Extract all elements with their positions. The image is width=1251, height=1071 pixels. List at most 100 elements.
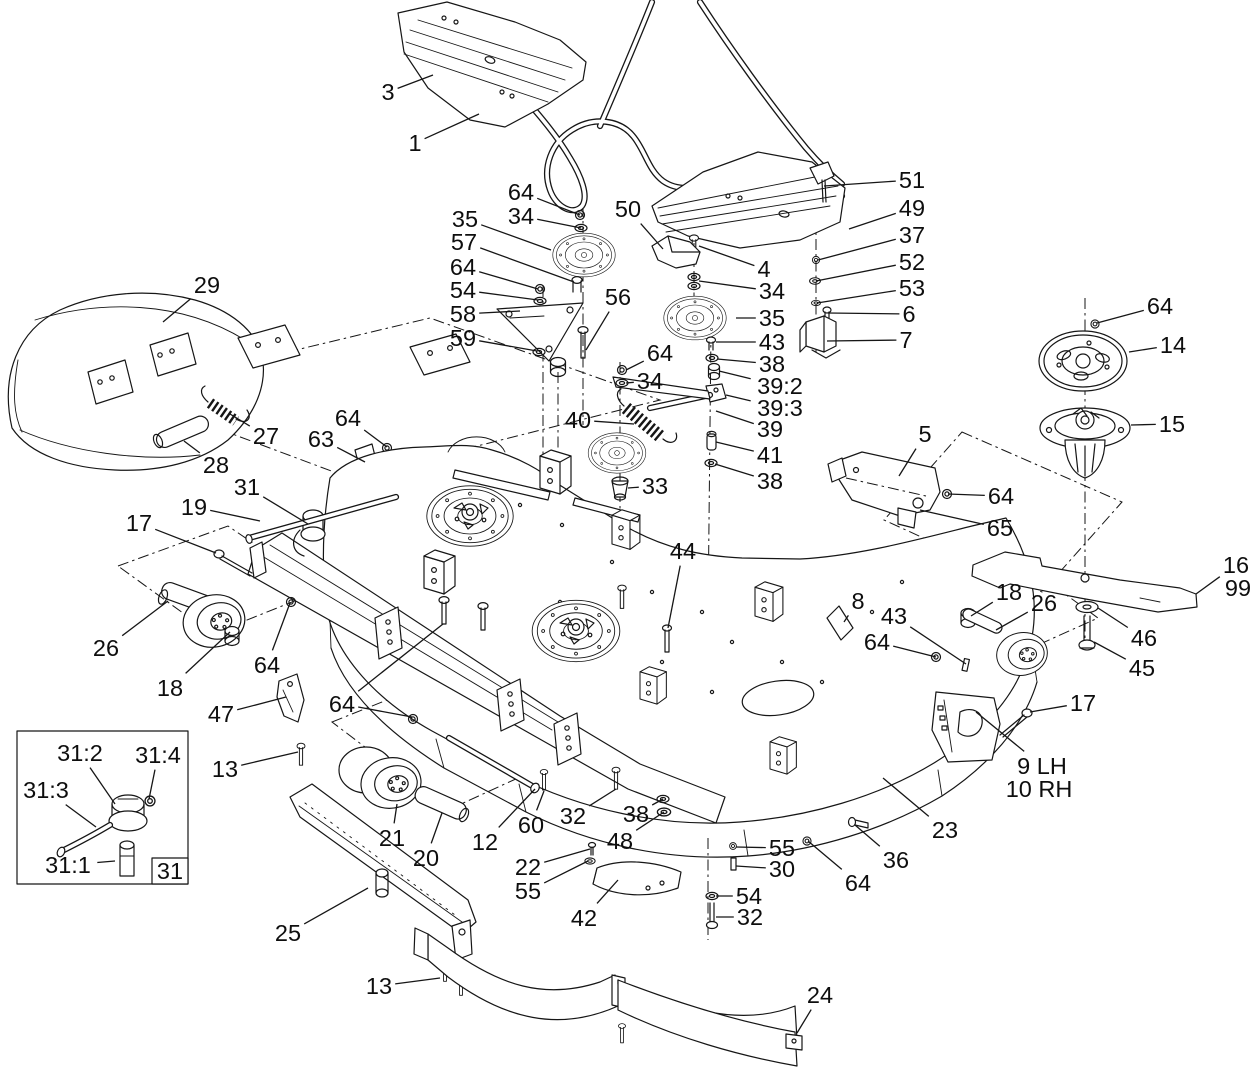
- strip-8: [826, 605, 854, 641]
- center-wheel-roller: [338, 734, 672, 865]
- leader-line-37: [817, 238, 896, 261]
- leader-line-36: [854, 824, 881, 847]
- leader-line-12: [498, 788, 536, 828]
- callout-34: 34: [637, 368, 663, 394]
- callout-4: 4: [757, 256, 770, 282]
- leader-line-64: [893, 645, 937, 658]
- callout-64: 64: [254, 652, 280, 678]
- leader-line-44: [667, 565, 681, 629]
- front-rail-25: [289, 783, 477, 996]
- callout-19: 19: [181, 494, 207, 520]
- callout-35: 35: [759, 305, 785, 331]
- leader-line-31-2: [89, 767, 116, 805]
- callout-15: 15: [1159, 411, 1185, 437]
- callout-31-4: 31:4: [135, 742, 181, 768]
- leader-line-3: [397, 74, 434, 90]
- callout-59: 59: [450, 325, 476, 351]
- callout-50: 50: [615, 196, 641, 222]
- callout-23: 23: [932, 817, 958, 843]
- leader-line-38: [716, 358, 756, 364]
- leader-line-17: [154, 528, 217, 554]
- leader-line-29: [162, 298, 192, 323]
- callout-5: 5: [918, 421, 931, 447]
- bracket-5: [827, 451, 953, 529]
- leader-line-65: [919, 509, 984, 526]
- callout-26: 26: [1031, 590, 1057, 616]
- leader-line-26: [121, 600, 169, 637]
- leader-line-39-3: [725, 394, 751, 402]
- callout-20: 20: [413, 845, 439, 871]
- callout-17: 17: [1070, 690, 1096, 716]
- callout-16: 16: [1223, 552, 1249, 578]
- leader-line-58: [479, 310, 521, 314]
- callout-48: 48: [607, 828, 633, 854]
- callout-63: 63: [308, 426, 334, 452]
- leader-line-64: [271, 602, 291, 651]
- callout-57: 57: [451, 229, 477, 255]
- callout-54: 54: [736, 883, 762, 909]
- leader-line-64: [357, 623, 444, 692]
- leader-line-34: [537, 218, 582, 229]
- callout-52: 52: [899, 249, 925, 275]
- callout-45: 45: [1129, 655, 1155, 681]
- leader-line-64: [536, 197, 581, 216]
- callout-31-3: 31:3: [23, 777, 69, 803]
- leader-line-20: [430, 812, 443, 844]
- leader-line-7: [826, 339, 897, 342]
- leader-line-19: [210, 509, 261, 522]
- callout-46: 46: [1131, 625, 1157, 651]
- left-roller-wheel: [157, 581, 297, 654]
- callout-64: 64: [845, 870, 871, 896]
- callout-64: 64: [647, 340, 673, 366]
- callout-43: 43: [759, 329, 785, 355]
- callout-42: 42: [571, 905, 597, 931]
- chute-spring-and-rod: [152, 385, 250, 449]
- leader-line-47: [237, 696, 287, 711]
- callout-49: 49: [899, 195, 925, 221]
- callout-30: 30: [769, 856, 795, 882]
- leader-line-13: [395, 977, 441, 985]
- callout-65: 65: [987, 515, 1013, 541]
- callout-34: 34: [508, 203, 534, 229]
- leader-line-46: [1097, 607, 1129, 629]
- callout-58: 58: [450, 301, 476, 327]
- callout-64: 64: [988, 483, 1014, 509]
- callout-38: 38: [759, 351, 785, 377]
- callout-41: 41: [757, 442, 783, 468]
- callout-18: 18: [996, 579, 1022, 605]
- belt-cover-left: [397, 1, 587, 128]
- leader-line-64: [807, 840, 843, 870]
- callout-6: 6: [902, 301, 915, 327]
- leader-line-64: [479, 271, 539, 290]
- callout-39-2: 39:2: [757, 373, 803, 399]
- leader-line-27: [229, 413, 251, 427]
- callout-47: 47: [208, 701, 234, 727]
- leader-line-42: [596, 879, 619, 904]
- leader-line-21: [393, 803, 398, 824]
- discharge-chute: [7, 292, 265, 471]
- curved-baffle: [413, 927, 803, 1067]
- leader-line-5: [898, 448, 917, 477]
- callout-31: 31: [234, 474, 260, 500]
- callout-39: 39: [757, 416, 783, 442]
- leader-line-52: [815, 264, 896, 282]
- leader-line-31: [262, 496, 309, 525]
- leader-line-53: [816, 289, 896, 304]
- leader-line-16: [1195, 576, 1221, 595]
- callout-17: 17: [126, 510, 152, 536]
- callout-64: 64: [1147, 293, 1173, 319]
- leader-line-25: [303, 887, 369, 925]
- idler-group-a: [496, 209, 616, 378]
- callout-26: 26: [93, 635, 119, 661]
- leader-line-13: [241, 751, 299, 766]
- leader-line-31-3: [65, 804, 97, 828]
- leader-line-41: [715, 441, 754, 452]
- callout-32: 32: [737, 904, 763, 930]
- leader-line-55: [543, 860, 589, 884]
- leader-line-43: [909, 626, 967, 665]
- callout-55: 55: [769, 835, 795, 861]
- leader-line-24: [796, 1009, 812, 1034]
- callout-33: 33: [642, 473, 668, 499]
